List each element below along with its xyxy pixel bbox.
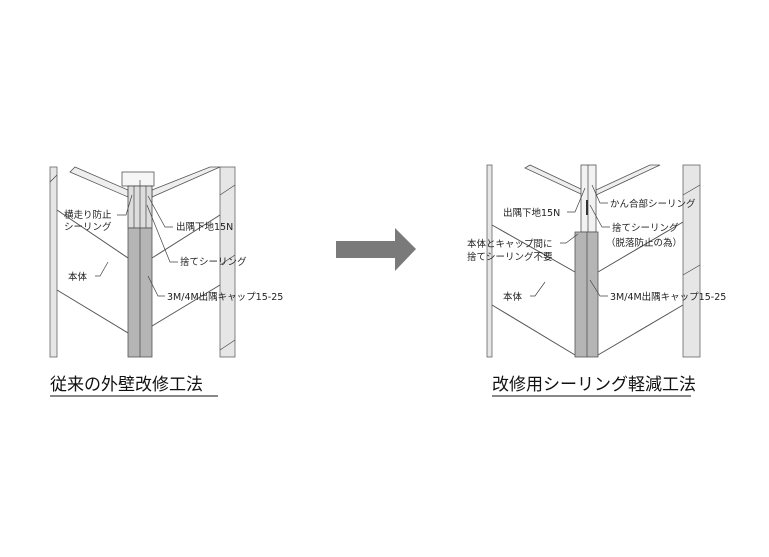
label-shitaji: 出隅下地15N [503, 207, 560, 219]
corner-cap [574, 231, 599, 358]
label-fuyou-1: 本体とキャップ間に [467, 238, 553, 250]
label-fuyou-2: 捨てシーリング不要 [467, 251, 553, 263]
label-hontai: 本体 [68, 271, 88, 283]
conventional-method-drawing: 横走り防止 シーリング 出隅下地15N 捨てシーリング 本体 3M/4M出隅キャ… [49, 166, 283, 358]
label-yokobashiri-2: シーリング [64, 221, 112, 233]
label-sute-reason: （脱落防止の為） [606, 237, 682, 249]
label-yokobashiri-1: 横走り防止 [64, 209, 112, 221]
label-sute-sealing: 捨てシーリング [180, 256, 247, 268]
label-cap: 3M/4M出隅キャップ15-25 [610, 291, 726, 303]
label-sute-sealing: 捨てシーリング [612, 222, 679, 234]
right-title: 改修用シーリング軽減工法 [492, 375, 696, 395]
label-hontai: 本体 [503, 291, 523, 303]
arrow-right-icon [336, 228, 416, 271]
left-title: 従来の外壁改修工法 [50, 375, 203, 395]
label-cap: 3M/4M出隅キャップ15-25 [167, 291, 283, 303]
new-method-drawing: かん合部シーリング 出隅下地15N 捨てシーリング （脱落防止の為） 本体とキャ… [467, 164, 726, 358]
label-kango-sealing: かん合部シーリング [610, 198, 696, 210]
label-shitaji: 出隅下地15N [176, 221, 233, 233]
